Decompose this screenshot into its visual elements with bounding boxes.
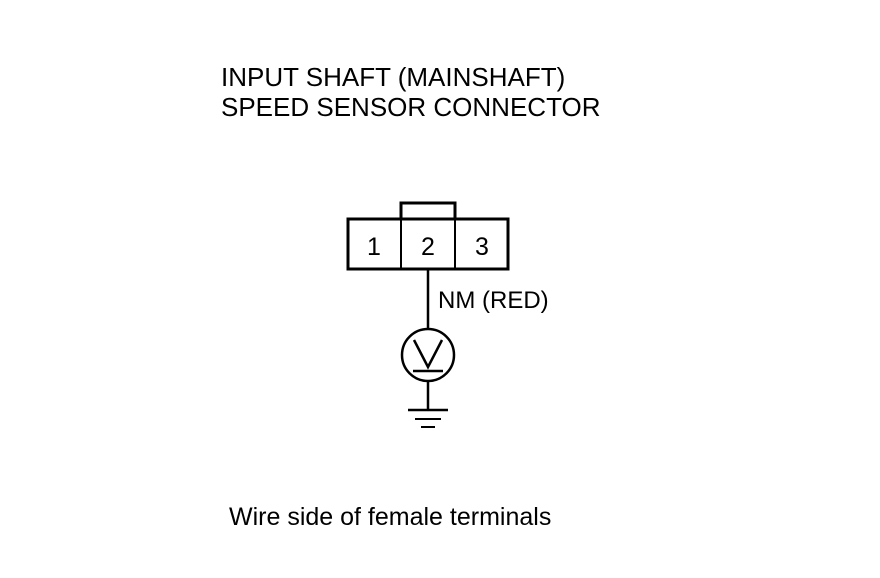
pin-1-label: 1 xyxy=(367,233,381,261)
pin-3-label: 3 xyxy=(475,233,489,261)
wire-label: NM (RED) xyxy=(438,287,549,314)
title-line-1: INPUT SHAFT (MAINSHAFT) xyxy=(221,62,565,92)
connector-lock-tab xyxy=(399,201,457,221)
voltmeter-icon xyxy=(400,327,456,383)
title-line-2: SPEED SENSOR CONNECTOR xyxy=(221,92,600,122)
ground-icon xyxy=(408,408,448,428)
pin-2-label: 2 xyxy=(421,233,435,261)
connector: 1 2 3 xyxy=(346,201,510,271)
caption: Wire side of female terminals xyxy=(229,503,551,531)
